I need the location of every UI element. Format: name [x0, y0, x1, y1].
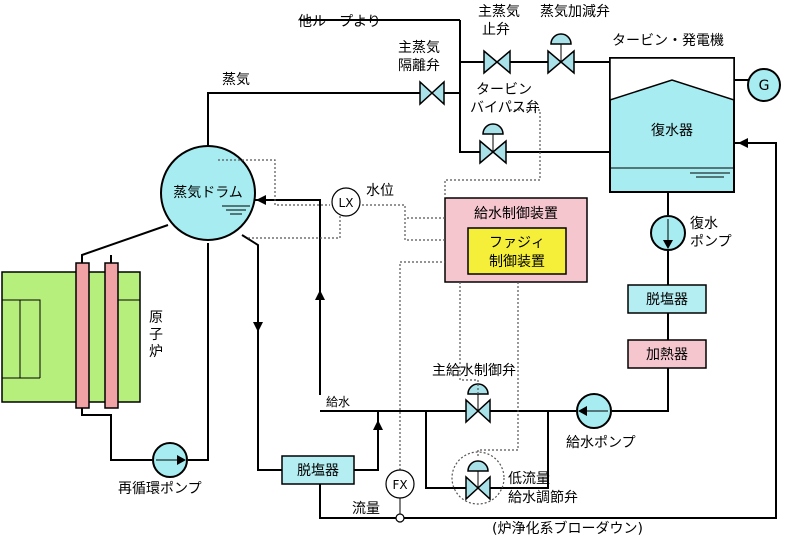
generator-label: G	[759, 78, 770, 94]
demineralizer-right-box	[627, 284, 707, 314]
heater-label: 加熱器	[646, 347, 688, 363]
condenser	[609, 57, 735, 193]
steam-drum-label: 蒸気ドラム	[173, 185, 243, 201]
flow-label: 流量	[352, 501, 380, 517]
flow-arrows	[253, 138, 748, 430]
condenser-label: 復水器	[651, 122, 693, 139]
demineralizer-left-label: 脱塩器	[297, 463, 339, 479]
recirculation-pump	[152, 442, 188, 478]
steam-drum	[160, 145, 256, 241]
feedwater-pump	[576, 393, 612, 429]
bypass-valve-label-1: タービン	[476, 82, 532, 98]
generator-icon	[747, 68, 781, 102]
steam-label: 蒸気	[222, 72, 250, 88]
condensate-pump	[650, 215, 686, 251]
turbine-bypass-valve	[479, 123, 507, 165]
reactor-core	[1, 271, 141, 403]
reactor-label-3: 炉	[149, 344, 163, 360]
blowdown-label: (炉浄化系ブローダウン)	[492, 520, 643, 537]
fuzzy-controller-box	[467, 227, 567, 275]
low-flow-valve-label-1: 低流量	[508, 471, 550, 487]
reactor-label-2: 子	[149, 327, 163, 343]
low-flow-valve-label-2: 給水調節弁	[508, 489, 578, 506]
steam-control-valve	[547, 33, 575, 75]
reactor-label-1: 原	[149, 310, 163, 326]
lx-label: LX	[339, 196, 354, 210]
level-transmitter-icon	[331, 187, 361, 217]
heater-box	[627, 339, 707, 369]
fuzzy-label-2: 制御装置	[489, 254, 545, 270]
main-steam-stop-valve-label-1: 主蒸気	[478, 4, 520, 20]
feedwater-label: 給水	[326, 395, 350, 409]
low-flow-feedwater-control-valve	[451, 451, 505, 505]
signal-lines	[218, 109, 541, 470]
bypass-valve-label-2: バイパス弁	[470, 100, 540, 116]
main-steam-stop-valve-label-2: 止弁	[482, 22, 510, 38]
fuel-channel-left	[75, 262, 90, 409]
flow-element-icon	[395, 513, 405, 523]
msiv-label-1: 主蒸気	[398, 40, 440, 56]
main-feedwater-valve-label: 主給水制御弁	[432, 363, 516, 379]
fx-label: FX	[392, 478, 407, 492]
fuzzy-label-1: ファジィ	[489, 235, 545, 251]
recirculation-pump-label: 再循環ポンプ	[118, 481, 202, 497]
demineralizer-left-box	[281, 455, 355, 485]
condensate-pump-label-2: ポンプ	[690, 234, 732, 250]
msiv-label-2: 隔離弁	[398, 57, 440, 74]
fuel-channel-right	[104, 262, 119, 409]
feedwater-pump-label: 給水ポンプ	[566, 435, 636, 451]
from-other-loop-label: 他ループより	[298, 14, 381, 30]
feedwater-controller-label: 給水制御装置	[474, 206, 558, 222]
water-level-label: 水位	[366, 183, 394, 199]
turbine-generator-label: タービン・発電機	[612, 33, 724, 49]
main-steam-isolation-valve	[419, 80, 445, 106]
piping	[81, 19, 777, 519]
demineralizer-right-label: 脱塩器	[646, 292, 688, 308]
steam-control-valve-label: 蒸気加減弁	[540, 3, 610, 20]
main-steam-stop-valve	[483, 49, 511, 75]
condensate-pump-label-1: 復水	[690, 215, 718, 232]
